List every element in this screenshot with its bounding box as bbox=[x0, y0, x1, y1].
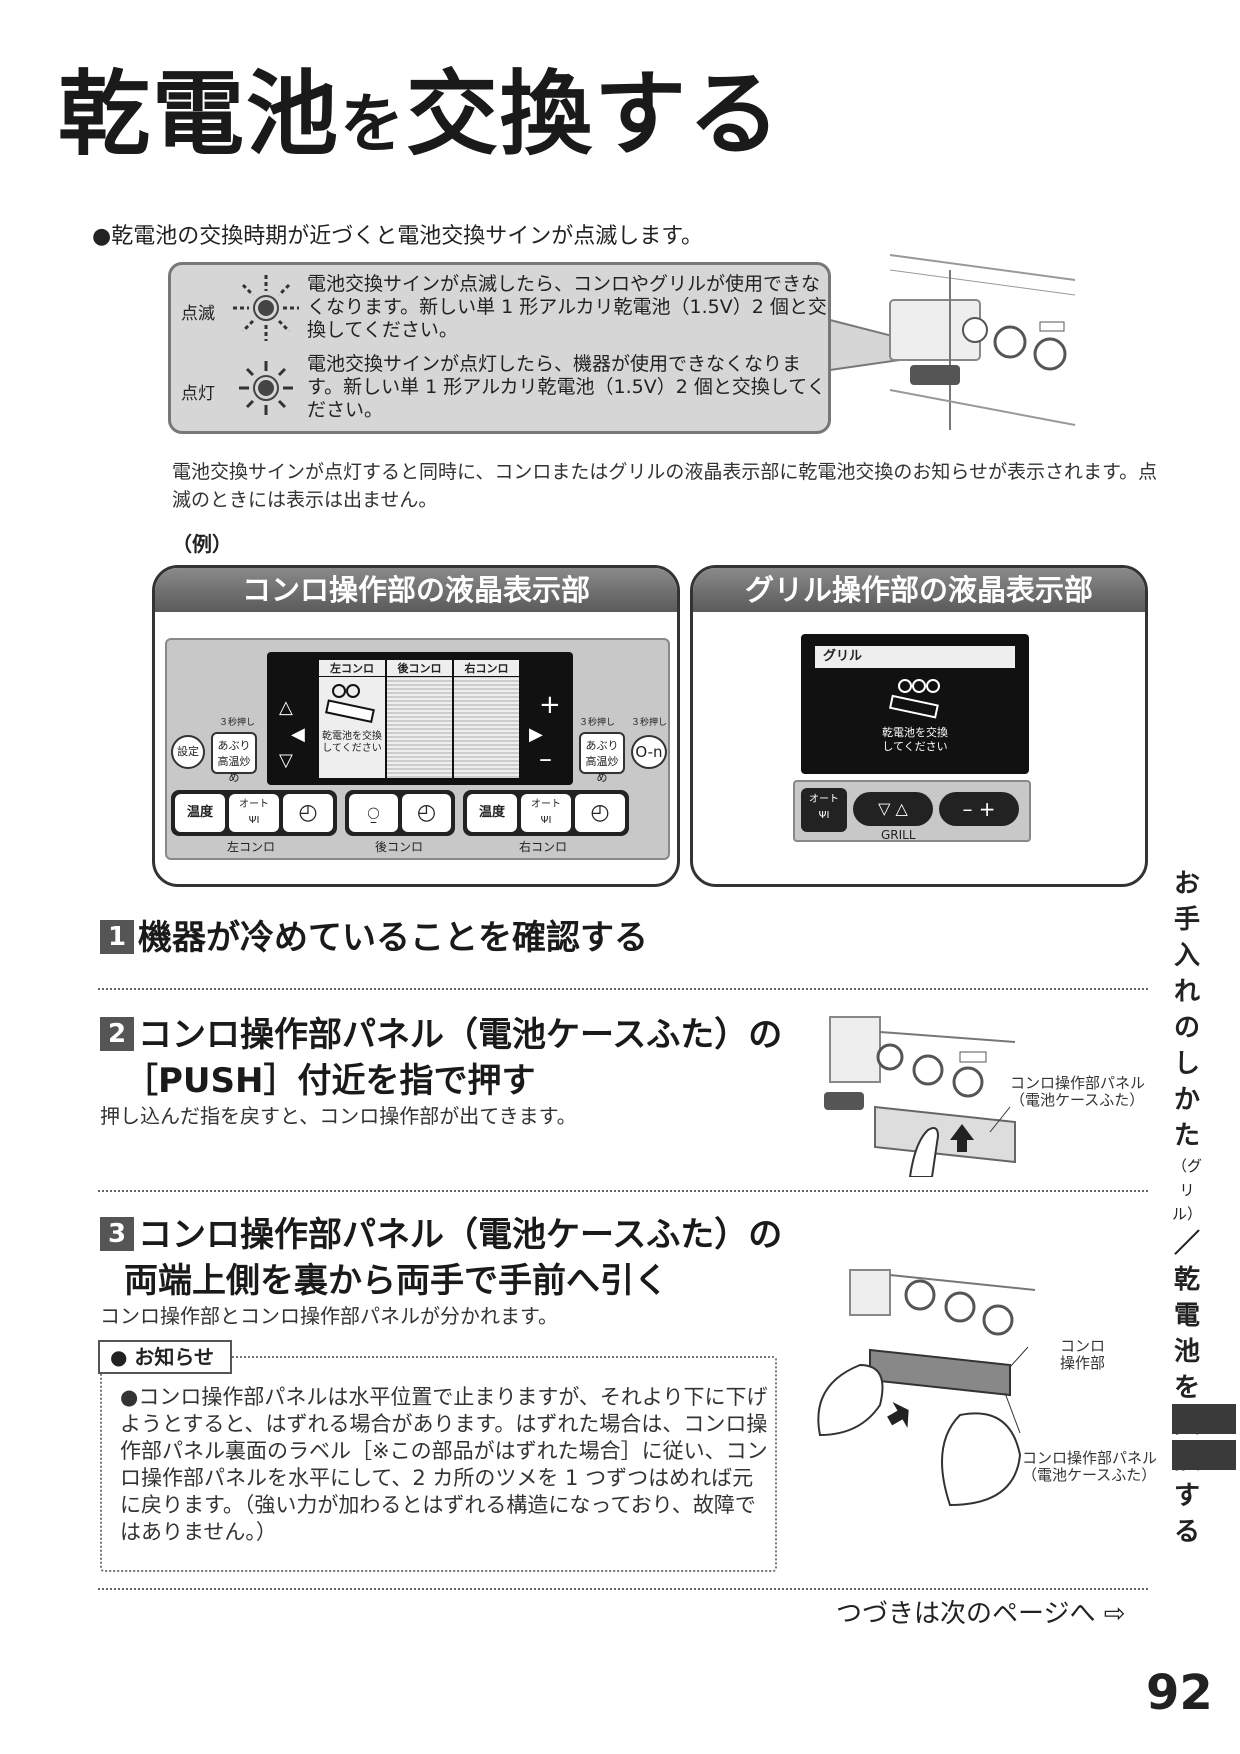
aburi-button-left[interactable]: あぶり高温炒め bbox=[211, 732, 257, 784]
pull-panel-illustration bbox=[817, 1269, 1036, 1507]
lit-sign-icon bbox=[239, 361, 293, 415]
right-arrow-icon[interactable]: ▶ bbox=[529, 724, 543, 745]
press3-label-lock: ３秒押し bbox=[631, 718, 668, 728]
grill-lcd: グリル 乾電池を交換 してください bbox=[801, 634, 1029, 774]
lcd-message-2: してください bbox=[322, 743, 382, 754]
konro-control-face: 左コンロ 乾電池を交換 してください 後コンロ 右コンロ △ ◀ ▽ + bbox=[165, 638, 670, 860]
appliance-illustration bbox=[889, 254, 1076, 430]
left-arrow-icon[interactable]: ◀ bbox=[291, 724, 305, 745]
timer-button-left[interactable]: ◴ bbox=[283, 794, 333, 832]
konro-display-panel: コンロ操作部の液晶表示部 左コンロ 乾電池を交換 してください 後コンロ bbox=[152, 565, 680, 887]
sidebar-tab-marker bbox=[1172, 1404, 1236, 1434]
lock-key-button[interactable]: O-n bbox=[631, 735, 667, 769]
zone-label-left: 左コンロ bbox=[227, 840, 276, 854]
ondo-button-left[interactable]: 温度 bbox=[175, 794, 225, 832]
sign-explanation-box: 点滅 電池交換サインが点滅したら、コンロやグリルが使用できなくなります。新しい単… bbox=[168, 262, 831, 434]
plus-icon[interactable]: + bbox=[539, 690, 561, 720]
grill-lcd-message-1: 乾電池を交換 bbox=[882, 726, 948, 739]
grill-battery-replace-icon bbox=[889, 679, 940, 719]
lcd-tab-left: 左コンロ bbox=[319, 660, 385, 677]
panel-callout-b: コンロ操作部パネル（電池ケースふた） bbox=[1022, 1449, 1158, 1484]
grill-minusplus-buttons[interactable]: – + bbox=[939, 792, 1019, 826]
lcd-tab-right: 右コンロ bbox=[454, 660, 519, 677]
rear-burner-buttons: ⍜ ◴ bbox=[345, 790, 455, 836]
rice-pot-button[interactable]: ⍜ bbox=[349, 794, 398, 832]
grill-label: GRILL bbox=[881, 828, 916, 842]
sidebar-tab-marker bbox=[1172, 1440, 1236, 1470]
ondo-button-right[interactable]: 温度 bbox=[467, 794, 517, 832]
lcd-message-1: 乾電池を交換 bbox=[322, 731, 382, 742]
down-arrow-icon[interactable]: ▽ bbox=[279, 750, 293, 771]
display-note: 電池交換サインが点灯すると同時に、コンロまたはグリルの液晶表示部に乾電池交換のお… bbox=[172, 461, 1158, 511]
cutlery-icon: ΨΙ bbox=[540, 815, 552, 826]
up-arrow-icon[interactable]: △ bbox=[279, 697, 293, 718]
zone-label-rear: 後コンロ bbox=[375, 840, 424, 854]
settei-button[interactable]: 設定 bbox=[171, 735, 205, 769]
sign-blink-label: 点滅 bbox=[181, 304, 215, 324]
notice-box bbox=[100, 1356, 777, 1572]
press3-label-right: ３秒押し bbox=[579, 718, 616, 728]
blink-sign-icon bbox=[233, 275, 299, 341]
grill-panel-title: グリル操作部の液晶表示部 bbox=[693, 568, 1145, 612]
battery-replace-icon bbox=[325, 684, 375, 724]
notice-tag: ● お知らせ bbox=[98, 1340, 232, 1374]
divider bbox=[98, 1190, 1148, 1192]
step-2-subtext: 押し込んだ指を戻すと、コンロ操作部が出てきます。 bbox=[100, 1104, 577, 1128]
example-label: （例） bbox=[172, 532, 232, 556]
timer-button-right[interactable]: ◴ bbox=[575, 794, 625, 832]
notice-text: ●コンロ操作部パネルは水平位置で止まりますが、それより下に下げようとすると、はず… bbox=[120, 1385, 768, 1544]
grill-lcd-tab: グリル bbox=[815, 646, 1015, 668]
unit-callout: コンロ操作部 bbox=[1060, 1337, 1106, 1372]
sign-lit-row: 点灯 電池交換サインが点灯したら、機器が使用できなくなります。新しい単 1 形ア… bbox=[181, 353, 837, 423]
divider bbox=[98, 988, 1148, 990]
step-3-subtext: コンロ操作部とコンロ操作部パネルが分かれます。 bbox=[100, 1304, 558, 1328]
sign-lit-label: 点灯 bbox=[181, 384, 215, 404]
grill-updown-buttons[interactable]: ▽ △ bbox=[853, 792, 933, 826]
continue-next-page: つづきは次のページへ ⇨ bbox=[836, 1599, 1126, 1629]
panel-callout-a: コンロ操作部パネル（電池ケースふた） bbox=[1010, 1074, 1146, 1109]
sign-lit-text: 電池交換サインが点灯したら、機器が使用できなくなります。新しい単 1 形アルカリ… bbox=[307, 353, 826, 421]
konro-panel-title: コンロ操作部の液晶表示部 bbox=[155, 568, 677, 612]
zone-label-right: 右コンロ bbox=[519, 840, 568, 854]
cutlery-icon: ΨΙ bbox=[818, 810, 830, 821]
sign-blink-text: 電池交換サインが点滅したら、コンロやグリルが使用できなくなります。新しい単 1 … bbox=[307, 273, 827, 341]
lcd-tab-rear: 後コンロ bbox=[387, 660, 452, 677]
konro-lcd: 左コンロ 乾電池を交換 してください 後コンロ 右コンロ △ ◀ ▽ + bbox=[267, 652, 573, 785]
push-panel-illustration bbox=[824, 1016, 1016, 1177]
timer-button-rear[interactable]: ◴ bbox=[402, 794, 451, 832]
divider bbox=[98, 1588, 1148, 1590]
page-title: 乾電池を交換する bbox=[58, 60, 783, 168]
intro-text: ●乾電池の交換時期が近づくと電池交換サインが点滅します。 bbox=[92, 224, 703, 249]
grill-lcd-message-2: してください bbox=[882, 740, 948, 753]
press3-label-left: ３秒押し bbox=[219, 718, 256, 728]
page-number: 92 bbox=[1146, 1665, 1213, 1721]
cutlery-icon: ΨΙ bbox=[248, 815, 260, 826]
aburi-button-right[interactable]: あぶり高温炒め bbox=[579, 732, 625, 784]
sign-blink-row: 点滅 電池交換サインが点滅したら、コンロやグリルが使用できなくなります。新しい単… bbox=[181, 273, 837, 343]
minus-icon[interactable]: – bbox=[539, 744, 552, 774]
